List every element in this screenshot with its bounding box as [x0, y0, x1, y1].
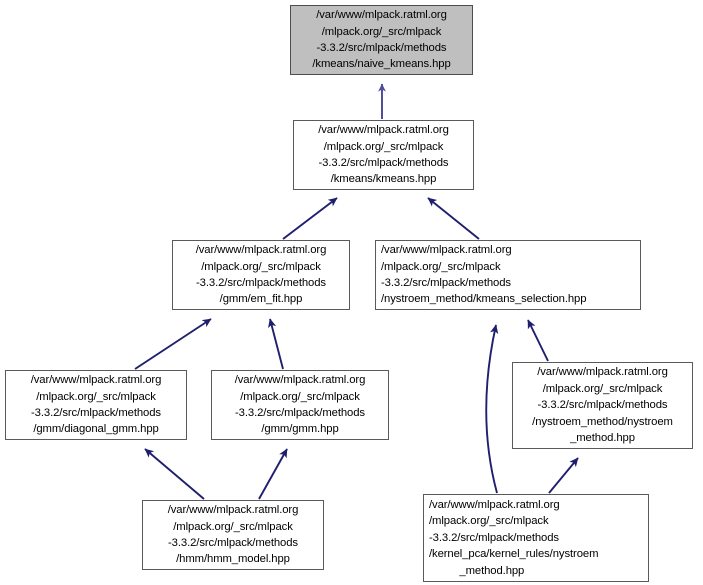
node-line: -3.3.2/src/mlpack/methods — [196, 277, 326, 289]
node-line: /var/www/mlpack.ratml.org — [537, 366, 668, 379]
node-line: /kmeans/naive_kmeans.hpp — [312, 58, 451, 71]
node-line: /mlpack.org/_src/mlpack — [429, 515, 549, 528]
edge-gmm-to-em-fit — [268, 318, 284, 370]
node-line: -3.3.2/src/mlpack/methods — [381, 277, 511, 289]
node-line: /nystroem_method/nystroem — [532, 415, 673, 428]
node-diagonal-gmm[interactable]: /var/www/mlpack.ratml.org /mlpack.org/_s… — [5, 370, 187, 440]
edge-hmm-model-to-gmm — [258, 448, 288, 500]
node-line: /mlpack.org/_src/mlpack — [323, 140, 444, 153]
node-line: /mlpack.org/_src/mlpack — [173, 520, 293, 533]
node-line: /var/www/mlpack.ratml.org — [429, 498, 560, 511]
node-line: _method.hpp — [570, 432, 635, 445]
node-line: /gmm/gmm.hpp — [261, 423, 339, 436]
node-line: -3.3.2/src/mlpack/methods — [168, 537, 298, 549]
node-line: -3.3.2/src/mlpack/methods — [537, 399, 668, 412]
node-em-fit[interactable]: /var/www/mlpack.ratml.org /mlpack.org/_s… — [172, 240, 350, 310]
node-line: /mlpack.org/_src/mlpack — [381, 260, 501, 273]
node-kmeans-selection[interactable]: /var/www/mlpack.ratml.org /mlpack.org/_s… — [375, 240, 641, 310]
node-kmeans[interactable]: /var/www/mlpack.ratml.org /mlpack.org/_s… — [293, 120, 474, 190]
node-line: /kernel_pca/kernel_rules/nystroem — [429, 548, 599, 561]
node-line: -3.3.2/src/mlpack/methods — [318, 157, 449, 169]
node-line: -3.3.2/src/mlpack/methods — [235, 407, 365, 419]
node-line: /gmm/em_fit.hpp — [219, 293, 303, 306]
node-line: /mlpack.org/_src/mlpack — [542, 382, 663, 395]
node-line: /var/www/mlpack.ratml.org — [30, 374, 162, 387]
node-line: /hmm/hmm_model.hpp — [176, 553, 290, 566]
edge-hmm-model-to-diagonal-gmm — [144, 448, 205, 500]
node-line: /var/www/mlpack.ratml.org — [195, 244, 327, 257]
node-line: /var/www/mlpack.ratml.org — [316, 9, 447, 22]
edge-kernel-rules-to-kmeans-selection — [485, 324, 499, 494]
node-line: -3.3.2/src/mlpack/methods — [31, 407, 161, 419]
node-line: /gmm/diagonal_gmm.hpp — [33, 423, 159, 436]
node-line: /var/www/mlpack.ratml.org — [381, 244, 512, 257]
edge-kernel-rules-to-nystroem-method — [548, 457, 579, 494]
node-nystroem-method[interactable]: /var/www/mlpack.ratml.org /mlpack.org/_s… — [512, 362, 693, 449]
node-line: /mlpack.org/_src/mlpack — [321, 25, 442, 38]
node-gmm[interactable]: /var/www/mlpack.ratml.org /mlpack.org/_s… — [211, 370, 389, 440]
node-line: _method.hpp — [429, 564, 525, 577]
node-line: -3.3.2/src/mlpack/methods — [316, 42, 447, 54]
edge-em-fit-to-kmeans — [282, 197, 338, 240]
node-naive-kmeans[interactable]: /var/www/mlpack.ratml.org /mlpack.org/_s… — [290, 5, 473, 75]
node-hmm-model[interactable]: /var/www/mlpack.ratml.org /mlpack.org/_s… — [142, 500, 324, 570]
edge-kmeans-selection-to-kmeans — [427, 197, 480, 240]
node-line: /nystroem_method/kmeans_selection.hpp — [381, 293, 587, 306]
node-line: /mlpack.org/_src/mlpack — [240, 390, 360, 403]
node-line: /var/www/mlpack.ratml.org — [167, 504, 299, 517]
node-line: /var/www/mlpack.ratml.org — [318, 124, 449, 137]
node-line: /var/www/mlpack.ratml.org — [234, 374, 366, 387]
node-line: /mlpack.org/_src/mlpack — [36, 390, 156, 403]
edge-nystroem-method-to-kmeans-selection — [527, 319, 549, 362]
node-line: /mlpack.org/_src/mlpack — [201, 260, 321, 273]
node-line: /kmeans/kmeans.hpp — [330, 173, 437, 186]
edge-diagonal-gmm-to-em-fit — [134, 318, 212, 370]
node-kernel-rules-nystroem[interactable]: /var/www/mlpack.ratml.org /mlpack.org/_s… — [423, 494, 649, 582]
node-line: -3.3.2/src/mlpack/methods — [429, 531, 559, 544]
